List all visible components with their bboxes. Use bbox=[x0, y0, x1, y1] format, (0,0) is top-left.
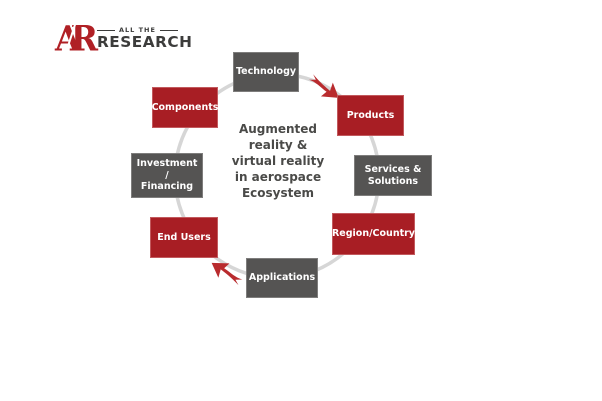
node-label: End Users bbox=[157, 231, 211, 243]
node-label: Financing bbox=[140, 181, 194, 193]
node-label: Investment bbox=[136, 158, 198, 170]
node-services-solutions: Services & Solutions bbox=[354, 155, 432, 196]
node-label: Solutions bbox=[367, 175, 419, 187]
center-line: Augmented bbox=[238, 122, 318, 136]
node-label: Services & bbox=[364, 164, 422, 175]
atr-logo-mark-icon: AR bbox=[55, 19, 98, 58]
center-line: virtual reality bbox=[231, 154, 325, 168]
logo-monogram: AR bbox=[55, 19, 98, 58]
logo-name: RESEARCH bbox=[97, 33, 193, 51]
node-label: Applications bbox=[248, 272, 316, 284]
logo-tagline: ALL THE bbox=[97, 26, 191, 34]
center-line: in aerospace bbox=[234, 170, 322, 184]
node-technology: Technology bbox=[233, 52, 299, 92]
node-end-users: End Users bbox=[150, 217, 218, 258]
arrow-clockwise-bottom-left-icon bbox=[211, 262, 243, 286]
arrow-clockwise-top-right-icon bbox=[309, 74, 339, 98]
node-label: Products bbox=[346, 109, 395, 121]
node-investment-financing: Investment / Financing bbox=[131, 153, 203, 198]
tagline-text: ALL THE bbox=[119, 26, 156, 34]
center-line: reality & bbox=[248, 138, 308, 152]
flow-arrows bbox=[211, 74, 339, 286]
node-label: Region/Country bbox=[331, 228, 416, 240]
logo-text: ALL THE RESEARCH bbox=[97, 20, 193, 51]
diagram-center-title: Augmented reality & virtual reality in a… bbox=[222, 121, 334, 201]
center-line: Ecosystem bbox=[241, 186, 315, 200]
node-components: Components bbox=[152, 87, 218, 128]
tagline-rule-left bbox=[97, 29, 115, 31]
node-region-country: Region/Country bbox=[332, 213, 415, 255]
node-label: Technology bbox=[235, 66, 297, 78]
all-the-research-logo: AR ALL THE RESEARCH bbox=[55, 19, 193, 58]
node-products: Products bbox=[337, 95, 404, 136]
node-label: / bbox=[165, 169, 169, 181]
tagline-rule-right bbox=[159, 29, 178, 31]
node-applications: Applications bbox=[246, 258, 318, 298]
node-label: Components bbox=[151, 101, 219, 113]
